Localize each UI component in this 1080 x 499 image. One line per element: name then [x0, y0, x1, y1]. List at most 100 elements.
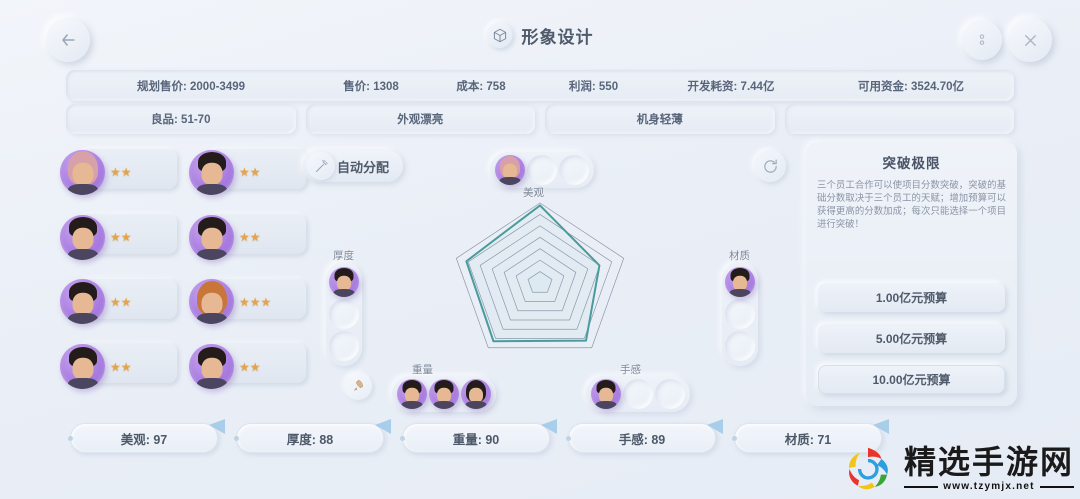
score-bar: 美观: 97 厚度: 88 重量: 90 手感: 89 材质: 71: [68, 423, 1010, 453]
avatar: [60, 214, 105, 260]
employee-stars: ★★: [110, 359, 132, 374]
slot-label-meiguan: 美观: [523, 187, 544, 199]
stat-available-funds: 可用资金: 3524.70亿: [857, 80, 965, 93]
refresh-button[interactable]: [754, 150, 786, 182]
rocket-icon: [353, 379, 363, 391]
tags-bar: 良品: 51-70 外观漂亮 机身轻薄: [66, 104, 1014, 134]
slot-avatar-filled[interactable]: [397, 379, 427, 409]
slot-group-caizhi: 材质: [722, 248, 758, 366]
close-icon: [1024, 34, 1036, 46]
employee-card[interactable]: ★★: [189, 337, 306, 396]
radar-chart-svg: [455, 202, 625, 349]
slot-avatar-filled[interactable]: [461, 379, 491, 409]
slot-empty[interactable]: [329, 299, 359, 329]
budget-button-1[interactable]: 1.00亿元预算: [818, 283, 1005, 312]
avatar: [189, 149, 234, 195]
tag-thin-body[interactable]: 机身轻薄: [545, 104, 775, 134]
score-zhongliang: 重量: 90: [400, 423, 550, 453]
budget-button-10[interactable]: 10.00亿元预算: [818, 365, 1005, 394]
breakthrough-panel: 突破极限 三个员工合作可以使项目分数突破，突破的基础分数取决于三个员工的天赋；增…: [806, 142, 1017, 406]
stat-price: 售价: 1308: [343, 80, 399, 93]
slot-tray[interactable]: [392, 376, 496, 412]
auto-assign-label: 自动分配: [337, 159, 390, 175]
stat-planned-price: 规划售价: 2000-3499: [136, 80, 246, 93]
rocket-button[interactable]: [344, 372, 372, 400]
employee-stars: ★★: [239, 165, 261, 180]
slot-label-caizhi: 材质: [729, 250, 750, 262]
refresh-icon: [763, 158, 777, 173]
avatar: [189, 214, 234, 260]
back-button[interactable]: [46, 18, 90, 62]
slot-avatar-filled[interactable]: [329, 267, 359, 297]
employee-list: ★★ ★★ ★★ ★★ ★★ ★★★ ★★: [60, 143, 306, 396]
slot-group-meiguan: 美观: [490, 152, 594, 199]
employee-stars: ★★★: [239, 294, 272, 309]
panel-title: 突破极限: [882, 156, 941, 171]
slot-tray[interactable]: [722, 262, 758, 366]
slot-tray[interactable]: [326, 262, 362, 366]
page-title-text: 形象设计: [521, 27, 594, 47]
watermark-url: www.tzymjx.net: [943, 481, 1035, 492]
slot-empty[interactable]: [725, 299, 755, 329]
stat-dev-spend: 开发耗资: 7.44亿: [687, 80, 775, 93]
slot-empty[interactable]: [655, 379, 685, 409]
watermark-url-row: www.tzymjx.net: [903, 481, 1074, 492]
slot-tray[interactable]: [490, 152, 594, 188]
watermark: 精选手游网 www.tzymjx.net: [838, 441, 1074, 497]
stats-bar: 规划售价: 2000-3499 售价: 1308 成本: 758 利润: 550…: [66, 70, 1014, 101]
avatar: [60, 279, 105, 325]
stat-cost: 成本: 758: [456, 80, 506, 93]
magic-wand-icon: [307, 152, 335, 180]
slot-empty[interactable]: [559, 155, 589, 185]
slot-group-shougan: 手感: [586, 362, 690, 412]
arrow-left-icon: [62, 34, 75, 46]
tag-empty-slot[interactable]: [784, 104, 1014, 134]
menu-button[interactable]: [962, 20, 1002, 60]
watermark-text: 精选手游网: [903, 444, 1074, 480]
slot-group-houdu: 厚度: [326, 248, 362, 366]
avatar: [60, 149, 105, 195]
employee-stars: ★★: [110, 230, 132, 245]
tag-quality[interactable]: 良品: 51-70: [66, 104, 296, 134]
avatar: [60, 344, 105, 390]
slot-empty[interactable]: [329, 331, 359, 361]
score-houdu: 厚度: 88: [234, 423, 384, 453]
budget-button-5[interactable]: 5.00亿元预算: [818, 324, 1005, 353]
score-caizhi: 材质: 71: [732, 423, 882, 453]
employee-stars: ★★: [110, 294, 132, 309]
slot-avatar-filled[interactable]: [725, 267, 755, 297]
employee-card[interactable]: ★★: [60, 273, 177, 332]
app-header: 形象设计: [0, 0, 1080, 66]
panel-description: 三个员工合作可以使项目分数突破，突破的基础分数取决于三个员工的天赋；增加预算可以…: [817, 179, 1006, 229]
employee-card[interactable]: ★★: [60, 143, 177, 202]
employee-card[interactable]: ★★: [60, 337, 177, 396]
slot-empty[interactable]: [527, 155, 557, 185]
slot-empty[interactable]: [623, 379, 653, 409]
tag-appearance[interactable]: 外观漂亮: [305, 104, 535, 134]
auto-assign-button[interactable]: 自动分配: [303, 150, 404, 182]
employee-card[interactable]: ★★: [60, 208, 177, 267]
employee-stars: ★★: [239, 359, 261, 374]
cube-icon: [486, 22, 513, 48]
slot-tray[interactable]: [586, 376, 690, 412]
close-button[interactable]: [1008, 18, 1052, 62]
avatar: [189, 279, 234, 325]
employee-card[interactable]: ★★: [189, 143, 306, 202]
employee-card[interactable]: ★★★: [189, 273, 306, 332]
slot-avatar-filled[interactable]: [429, 379, 459, 409]
employee-stars: ★★: [239, 230, 261, 245]
radar-chart: [360, 185, 720, 370]
slot-avatar-filled[interactable]: [495, 155, 525, 185]
slot-avatar-filled[interactable]: [591, 379, 621, 409]
avatar: [189, 344, 234, 390]
slot-empty[interactable]: [725, 331, 755, 361]
score-meiguan: 美观: 97: [68, 423, 218, 453]
score-shougan: 手感: 89: [566, 423, 716, 453]
employee-card[interactable]: ★★: [189, 208, 306, 267]
employee-stars: ★★: [110, 165, 132, 180]
page-title: 形象设计: [486, 22, 594, 48]
stat-profit: 利润: 550: [568, 80, 619, 93]
watermark-logo-icon: [848, 447, 888, 490]
slot-label-zhongliang: 重量: [412, 364, 433, 376]
slot-label-shougan: 手感: [620, 364, 641, 376]
